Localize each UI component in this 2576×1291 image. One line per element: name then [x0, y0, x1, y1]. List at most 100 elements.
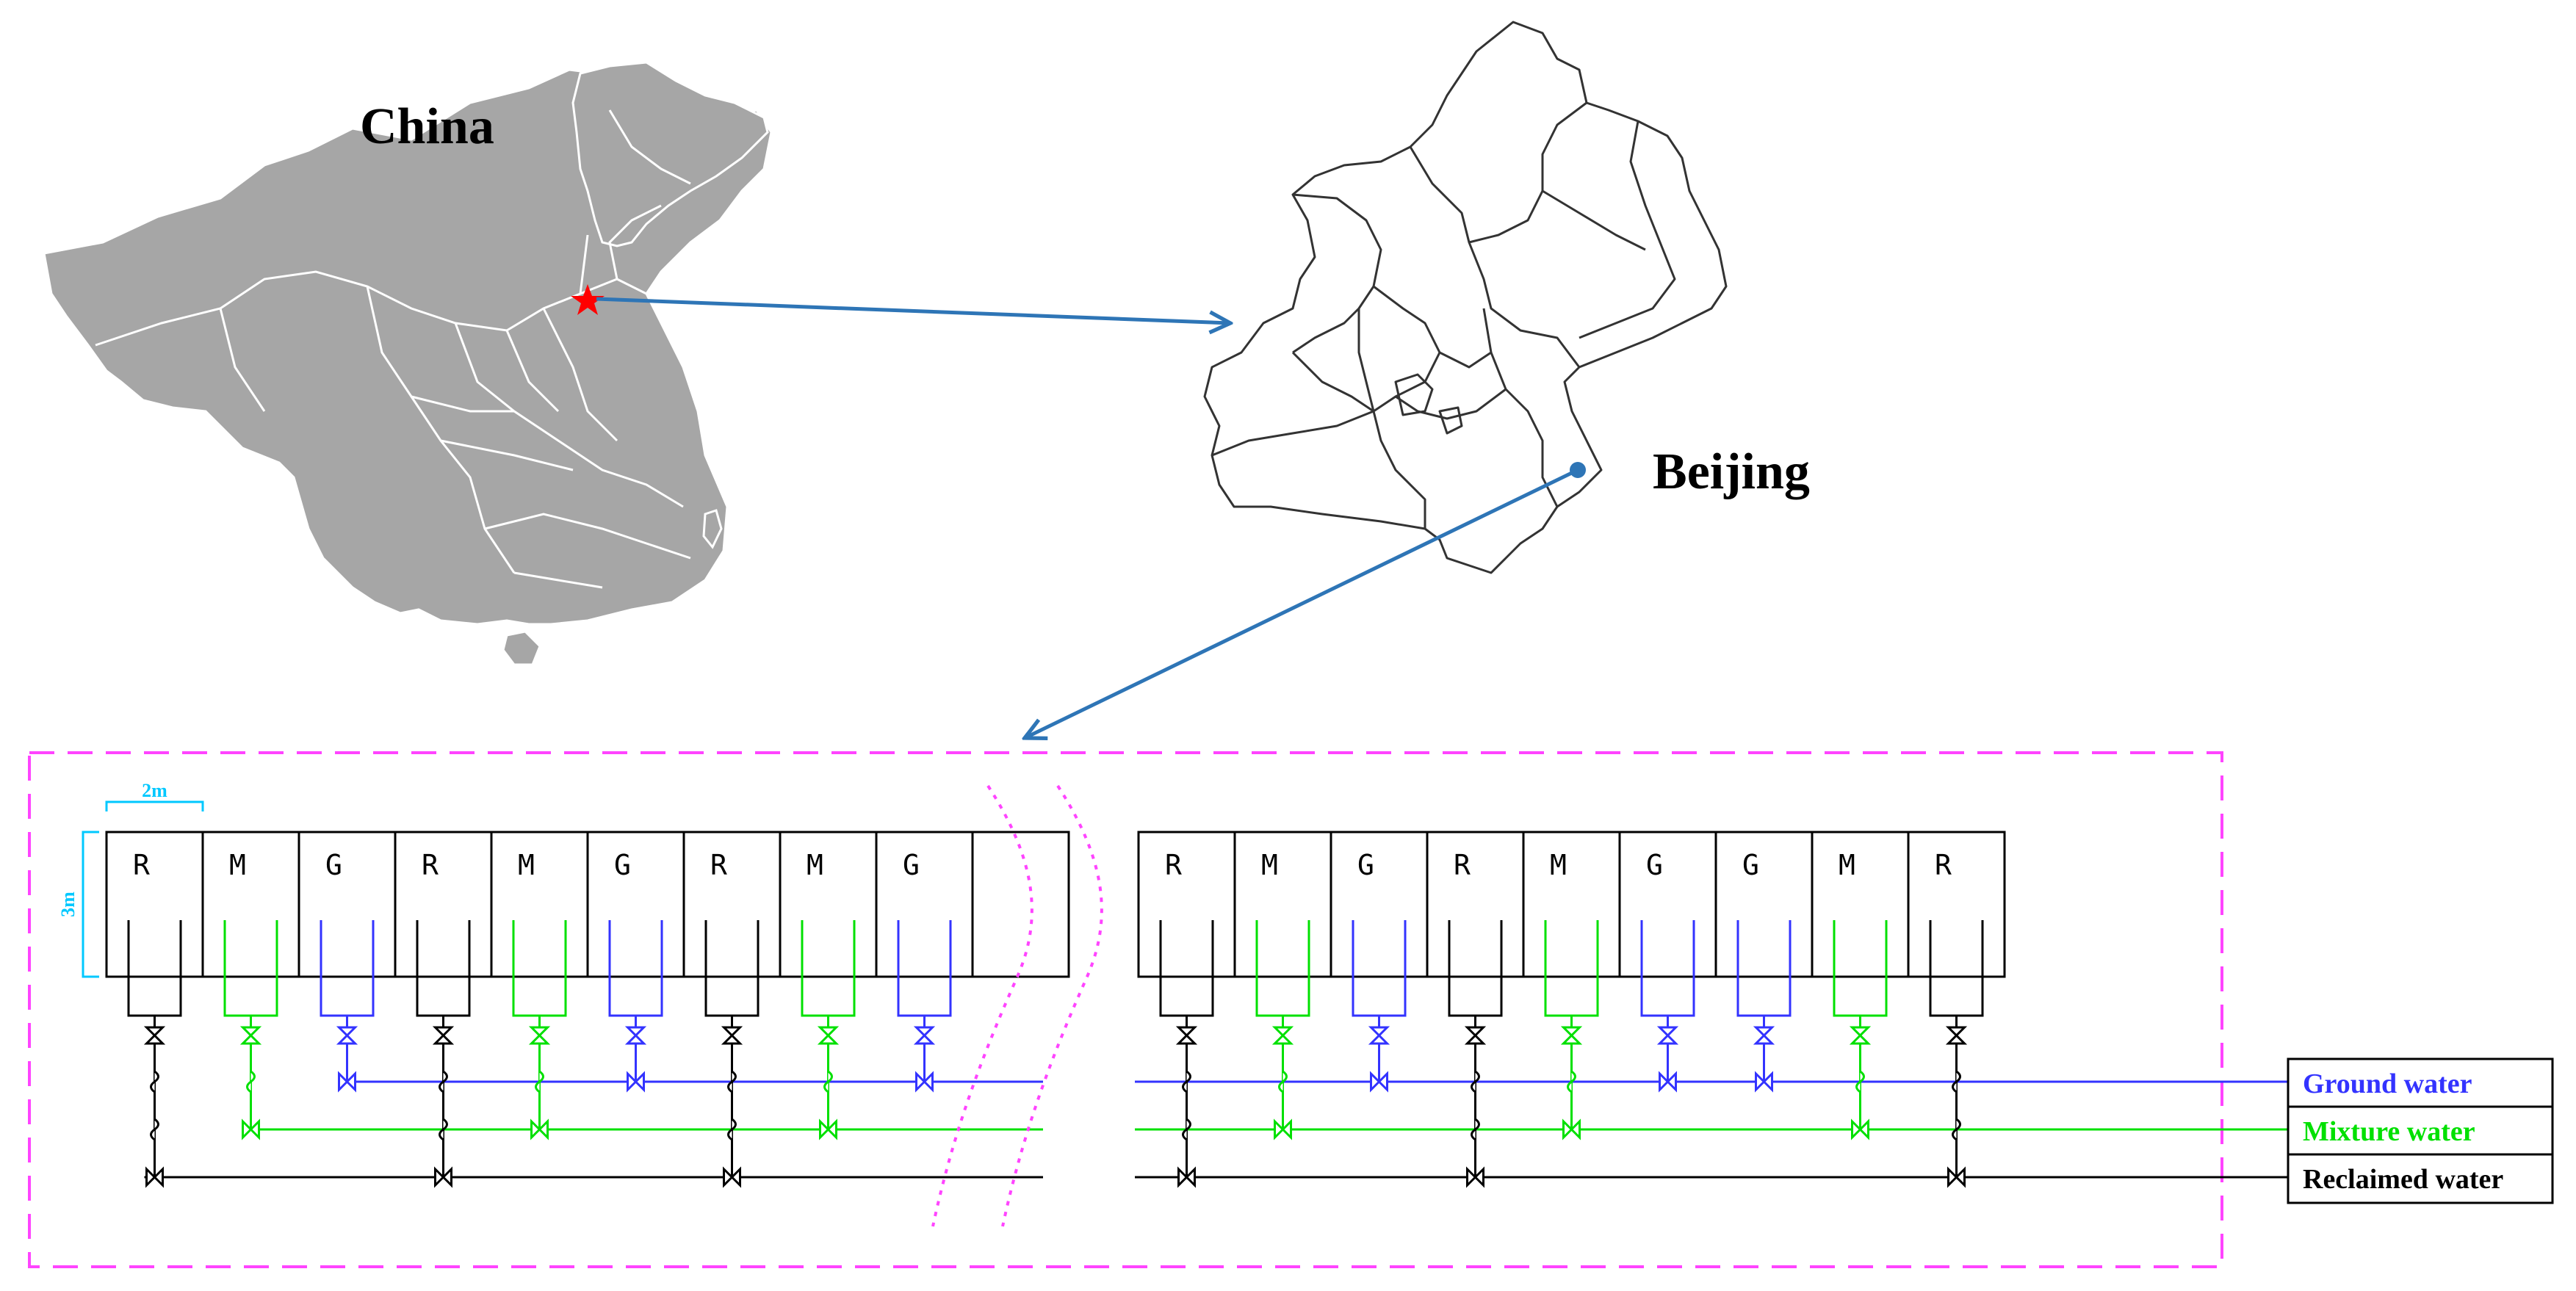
arrow-china-to-beijing: [596, 297, 1230, 323]
valve-icon: [915, 1071, 934, 1093]
legend-label: Reclaimed water: [2303, 1164, 2503, 1195]
valve-icon: [1849, 1026, 1872, 1045]
plan-frame: [28, 751, 2223, 1268]
arrow-beijing-to-plan: [1025, 468, 1579, 738]
china-map: [43, 61, 773, 666]
valve-icon: [723, 1166, 741, 1188]
plot-box: [1811, 831, 1910, 978]
plot-box: [201, 831, 300, 978]
valve-icon: [242, 1118, 260, 1140]
valve-icon: [721, 1026, 743, 1045]
plot-box: [490, 831, 589, 978]
plot-box: [875, 831, 974, 978]
pipe-crossover: [535, 1070, 544, 1093]
valve-icon: [434, 1166, 452, 1188]
width-dimension-label: 2m: [142, 780, 167, 801]
pipe-crossover: [150, 1118, 159, 1141]
plot-label: M: [518, 849, 535, 881]
plot-box: [1330, 831, 1429, 978]
valve-icon: [913, 1026, 936, 1045]
valve-icon: [1560, 1026, 1583, 1045]
valve-icon: [817, 1026, 840, 1045]
pipe-crossover: [246, 1070, 256, 1093]
plot-label: M: [1550, 849, 1567, 881]
plot-label: M: [1839, 849, 1855, 881]
plot-label: R: [133, 849, 150, 881]
valve-icon: [1370, 1071, 1388, 1093]
pipe-crossover: [727, 1118, 737, 1141]
pipe-crossover: [1952, 1070, 1961, 1093]
plot-label: G: [1357, 849, 1374, 881]
valve-icon: [143, 1026, 166, 1045]
valve-icon: [1466, 1166, 1484, 1188]
plot-box: [1233, 831, 1332, 978]
valve-icon: [1945, 1026, 1968, 1045]
valve-icon: [338, 1071, 356, 1093]
height-dimension: [82, 831, 99, 978]
plot-label: R: [422, 849, 439, 881]
plot-label: M: [1261, 849, 1278, 881]
china-label: China: [360, 98, 494, 155]
valve-icon: [624, 1026, 647, 1045]
pipe-crossover: [1182, 1118, 1191, 1141]
valve-icon: [1271, 1026, 1294, 1045]
plot-box: [1618, 831, 1717, 978]
width-dimension: [105, 800, 204, 811]
pipe-crossover: [1278, 1070, 1288, 1093]
plot-label: R: [1454, 849, 1471, 881]
pipe-crossover: [1855, 1070, 1865, 1093]
pipe-crossover: [1182, 1070, 1191, 1093]
valve-icon: [1753, 1026, 1775, 1045]
star-icon: [571, 284, 605, 315]
plot-label: M: [807, 849, 823, 881]
valve-icon: [819, 1118, 837, 1140]
valve-icon: [1177, 1166, 1196, 1188]
valve-icon: [530, 1118, 549, 1140]
pipe-crossover: [1471, 1118, 1480, 1141]
plot-label: G: [1646, 849, 1663, 881]
legend-box: [2287, 1153, 2554, 1204]
valve-icon: [1274, 1118, 1292, 1140]
beijing-map: [1203, 21, 1728, 574]
valve-icon: [627, 1071, 645, 1093]
valve-icon: [1659, 1071, 1677, 1093]
pipe-crossover: [150, 1070, 159, 1093]
plot-box: [394, 831, 493, 978]
pipe-crossover: [1952, 1118, 1961, 1141]
plot-box: [1714, 831, 1814, 978]
valve-icon: [145, 1166, 164, 1188]
pipe-crossover: [1567, 1070, 1576, 1093]
pipe-crossover: [439, 1118, 448, 1141]
break-mark: [931, 784, 1033, 1227]
legend-label: Ground water: [2303, 1068, 2472, 1099]
plot-label: R: [710, 849, 727, 881]
valve-icon: [528, 1026, 551, 1045]
plot-label: G: [903, 849, 920, 881]
valve-icon: [1562, 1118, 1581, 1140]
plot-label: R: [1935, 849, 1952, 881]
plot-box: [105, 831, 204, 978]
plot-label: M: [229, 849, 246, 881]
plot-box: [297, 831, 397, 978]
plot-box: [1522, 831, 1621, 978]
valve-icon: [1851, 1118, 1869, 1140]
plot-box: [1426, 831, 1525, 978]
valve-icon: [1755, 1071, 1773, 1093]
plot-label: G: [325, 849, 342, 881]
valve-icon: [1368, 1026, 1390, 1045]
valve-icon: [1656, 1026, 1679, 1045]
valve-icon: [1175, 1026, 1198, 1045]
valve-icon: [239, 1026, 262, 1045]
plot-box: [1907, 831, 2006, 978]
plot-box: [1137, 831, 1236, 978]
valve-icon: [432, 1026, 455, 1045]
height-dimension-label: 3m: [57, 892, 79, 917]
pipe-crossover: [439, 1070, 448, 1093]
pipe-crossover: [727, 1070, 737, 1093]
plot-box: [971, 831, 1070, 978]
plot-box: [682, 831, 782, 978]
plot-box: [779, 831, 878, 978]
plot-label: G: [614, 849, 631, 881]
